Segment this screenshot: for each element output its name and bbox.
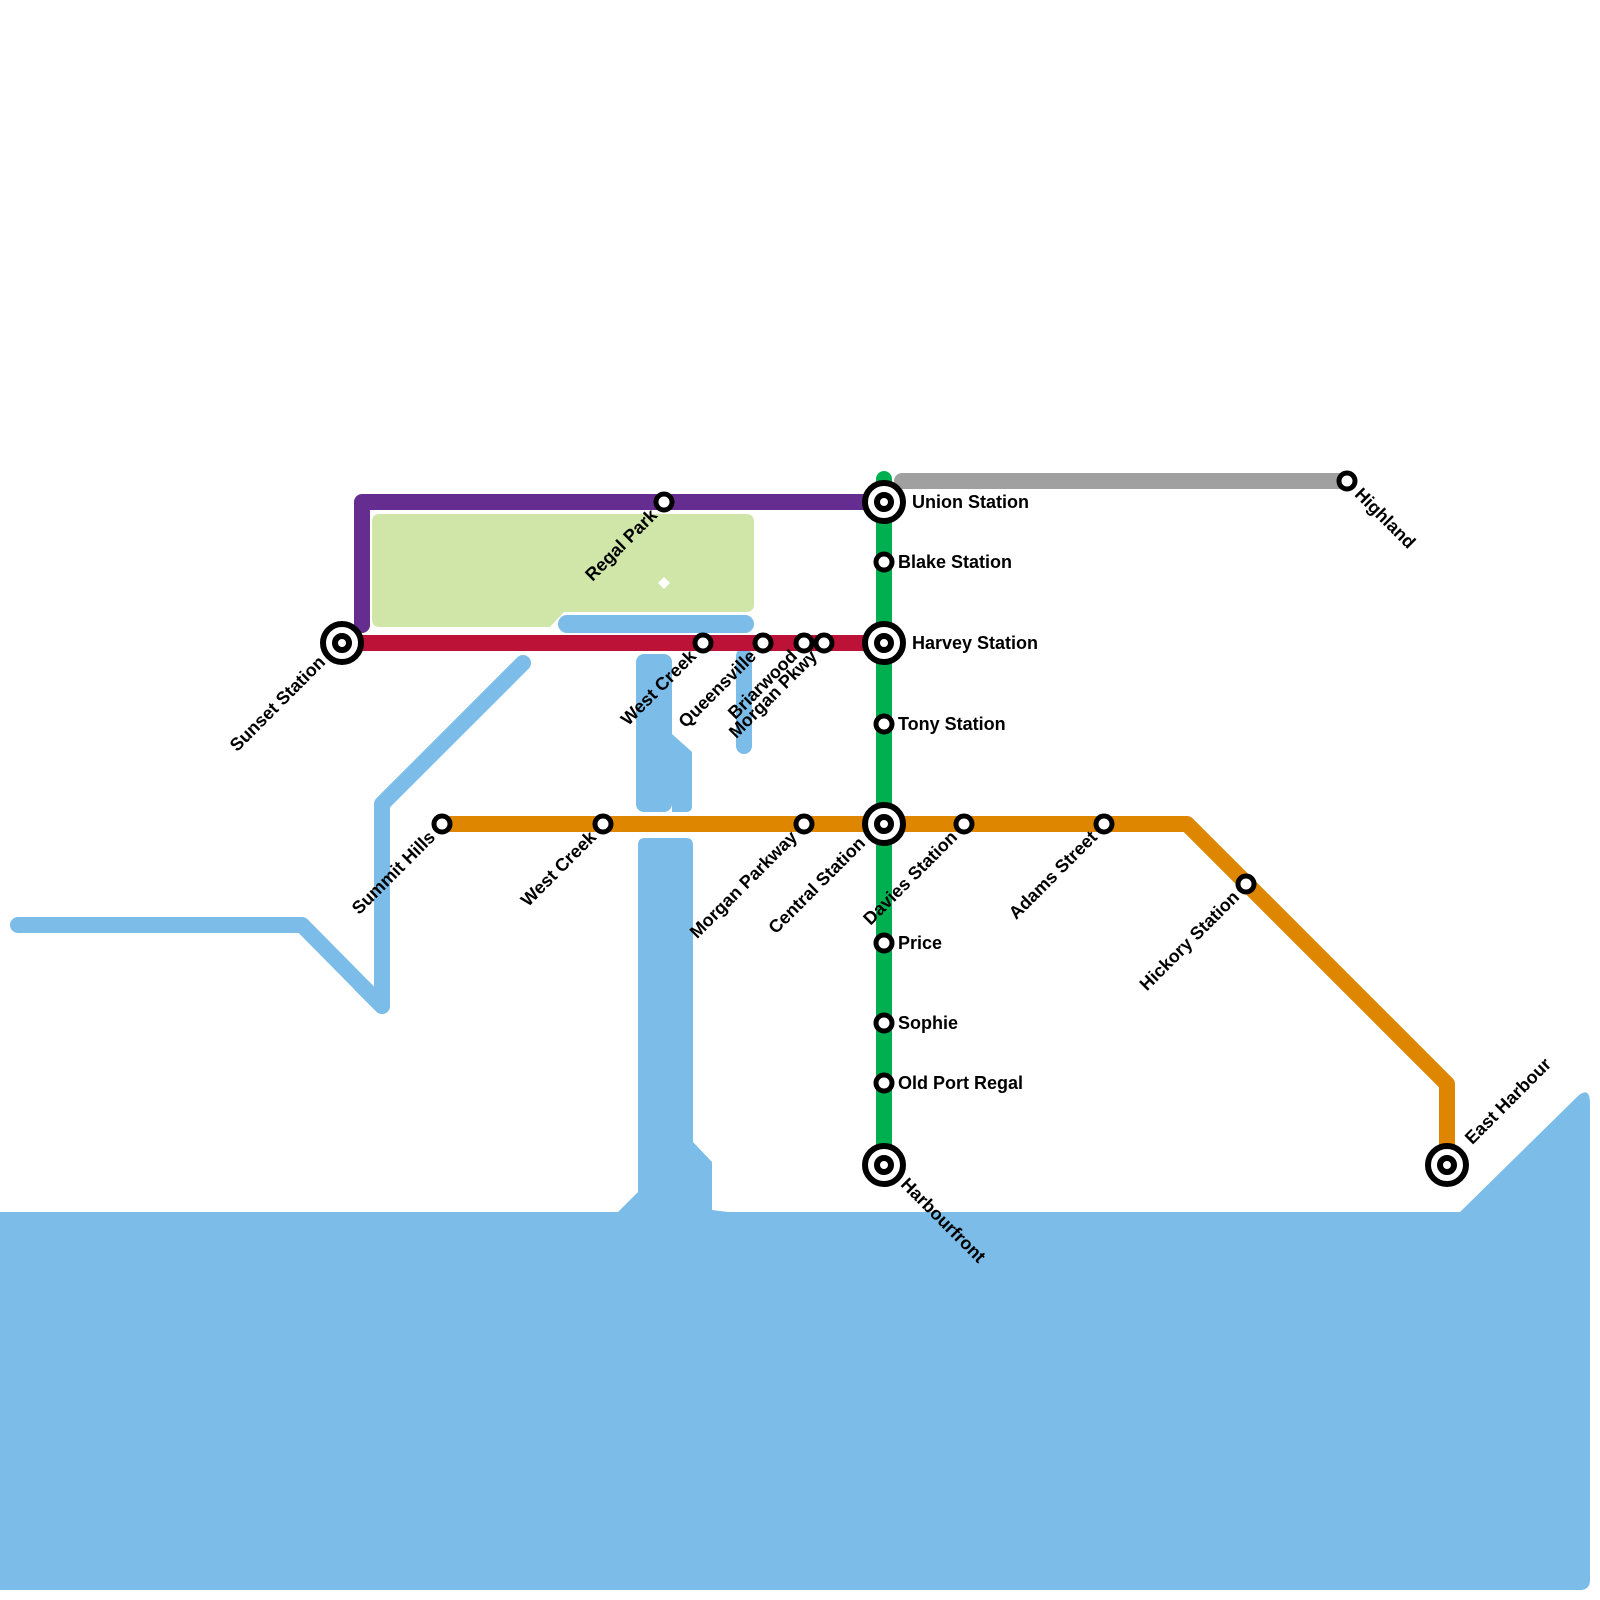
station-dot-icon <box>692 632 714 654</box>
water-layer <box>0 615 1590 1590</box>
stations-layer <box>320 470 1469 1187</box>
station-union[interactable] <box>862 480 906 524</box>
station-label: Adams Street <box>1005 827 1101 923</box>
station-harbourfront[interactable] <box>862 1143 906 1187</box>
station-dot-icon <box>873 1072 895 1094</box>
station-briarwood[interactable] <box>793 632 815 654</box>
station-oldport[interactable] <box>873 1072 895 1094</box>
station-adams[interactable] <box>1093 813 1115 835</box>
interchange-core-icon <box>1437 1155 1457 1175</box>
station-dot-icon <box>873 713 895 735</box>
station-hickory[interactable] <box>1235 873 1257 895</box>
orange-line[interactable] <box>434 816 1455 1173</box>
interchange-core-icon <box>874 633 894 653</box>
river-branch-far-west <box>10 917 390 1014</box>
station-dot-icon <box>953 813 975 835</box>
interchange-core-icon <box>874 814 894 834</box>
station-label: Old Port Regal <box>898 1073 1023 1093</box>
station-sophie[interactable] <box>873 1012 895 1034</box>
station-label: Tony Station <box>898 714 1006 734</box>
station-morganpkwy[interactable] <box>813 632 835 654</box>
purple-line[interactable] <box>354 494 892 633</box>
station-label: Summit Hills <box>348 827 439 918</box>
station-tony[interactable] <box>873 713 895 735</box>
station-dot-icon <box>873 932 895 954</box>
station-westcreek-red[interactable] <box>692 632 714 654</box>
station-dot-icon <box>873 1012 895 1034</box>
station-dot-icon <box>813 632 835 654</box>
station-regalpark[interactable] <box>653 491 675 513</box>
park-marker-icon <box>658 577 670 589</box>
interchange-core-icon <box>874 492 894 512</box>
station-dot-icon <box>431 813 453 835</box>
station-label: Harvey Station <box>912 633 1038 653</box>
station-dot-icon <box>793 632 815 654</box>
station-davies[interactable] <box>953 813 975 835</box>
regal-park-area <box>372 514 754 627</box>
interchange-core-icon <box>332 633 352 653</box>
station-dot-icon <box>1093 813 1115 835</box>
station-dot-icon <box>793 813 815 835</box>
station-blake[interactable] <box>873 551 895 573</box>
station-label: Price <box>898 933 942 953</box>
station-label: Hickory Station <box>1136 887 1244 995</box>
station-price[interactable] <box>873 932 895 954</box>
station-summithills[interactable] <box>431 813 453 835</box>
river-segment-notch <box>672 734 692 812</box>
station-highland[interactable] <box>1336 470 1358 492</box>
station-dot-icon <box>1235 873 1257 895</box>
station-queensville[interactable] <box>752 632 774 654</box>
station-label: West Creek <box>517 826 601 910</box>
harbour-water <box>0 838 1590 1590</box>
station-dot-icon <box>873 551 895 573</box>
station-label: Union Station <box>912 492 1029 512</box>
station-sunset[interactable] <box>320 621 364 665</box>
station-label: Sophie <box>898 1013 958 1033</box>
station-label: Highland <box>1351 484 1420 553</box>
station-dot-icon <box>653 491 675 513</box>
interchange-core-icon <box>874 1155 894 1175</box>
station-label: Blake Station <box>898 552 1012 572</box>
station-westcreek-orange[interactable] <box>592 813 614 835</box>
station-dot-icon <box>1336 470 1358 492</box>
station-label: Sunset Station <box>226 652 329 755</box>
station-morganparkway[interactable] <box>793 813 815 835</box>
station-dot-icon <box>592 813 614 835</box>
station-harvey[interactable] <box>862 621 906 665</box>
station-central[interactable] <box>862 802 906 846</box>
station-eastharbour[interactable] <box>1425 1143 1469 1187</box>
river-segment-upper <box>636 654 672 812</box>
station-dot-icon <box>752 632 774 654</box>
